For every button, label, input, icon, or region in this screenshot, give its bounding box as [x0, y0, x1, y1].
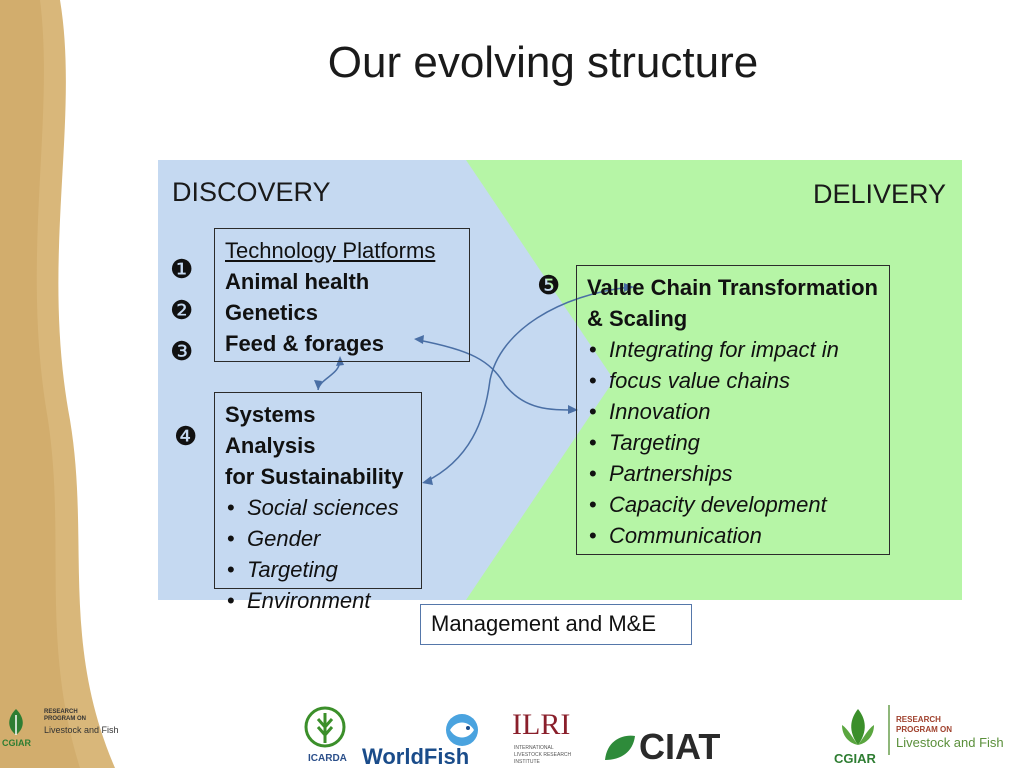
systems-item-environment: Environment: [225, 585, 411, 616]
vc-item-partnerships: Partnerships: [587, 458, 879, 489]
cgiar-logo: CGIAR: [828, 705, 888, 767]
systems-item-gender: Gender: [225, 523, 411, 554]
systems-heading-line2: for Sustainability: [225, 464, 404, 489]
systems-item-targeting: Targeting: [225, 554, 411, 585]
icarda-logo: ICARDA: [300, 705, 350, 765]
fish-icon: [446, 714, 478, 746]
vc-item-targeting: Targeting: [587, 427, 879, 458]
tech-item-animal-health: Animal health: [225, 269, 370, 294]
cgiar-leaf-icon: [9, 709, 23, 735]
vc-item-innovation: Innovation: [587, 396, 879, 427]
tech-item-genetics: Genetics: [225, 300, 318, 325]
marker-3: ❸: [170, 337, 194, 367]
vc-item-focus-value-chains: focus value chains: [587, 365, 879, 396]
technology-platforms-box: Technology Platforms Animal health Genet…: [214, 228, 470, 362]
rp-label-mid: PROGRAM ON: [896, 725, 952, 734]
tech-item-feed-forages: Feed & forages: [225, 331, 384, 356]
marker-4: ❹: [174, 422, 198, 452]
rp-label-bottom: Livestock and Fish: [896, 735, 1004, 750]
systems-analysis-box: Systems Analysis for Sustainability Soci…: [214, 392, 422, 616]
arrow-systems-to-valuechain: [424, 286, 631, 483]
management-box: Management and M&E: [420, 604, 692, 645]
ciat-logo: CIAT: [603, 726, 733, 767]
value-chain-box: Value Chain Transformation & Scaling Int…: [576, 265, 890, 555]
ciat-leaf-icon: [605, 735, 635, 760]
icarda-wheat-icon: [304, 706, 346, 748]
logo-divider: [888, 705, 890, 755]
discovery-label: DISCOVERY: [172, 177, 331, 207]
technology-platforms-heading: Technology Platforms: [225, 238, 436, 263]
arrow-tech-to-valuechain: [417, 339, 576, 411]
discovery-region: [158, 160, 614, 600]
systems-item-social-sciences: Social sciences: [225, 492, 411, 523]
delivery-label: DELIVERY: [813, 179, 947, 209]
marker-5: ❺: [537, 271, 561, 301]
value-chain-heading-line1: Value Chain Transformation: [587, 275, 878, 300]
vc-item-integrating: Integrating for impact in: [587, 334, 879, 365]
page-title: Our evolving structure: [327, 38, 759, 87]
systems-heading-line1: Systems Analysis: [225, 402, 316, 458]
value-chain-heading-line2: & Scaling: [587, 306, 688, 331]
ilri-logo: ILRI INTERNATIONAL LIVESTOCK RESEARCH IN…: [512, 708, 572, 765]
worldfish-logo: WorldFish: [362, 712, 487, 769]
corner-logo: CGIAR RESEARCH PROGRAM ON Livestock and …: [2, 709, 119, 748]
rp-label-top: RESEARCH: [896, 715, 941, 724]
vc-item-capacity-development: Capacity development: [587, 489, 879, 520]
marker-1: ❶: [170, 255, 194, 285]
vc-item-communication: Communication: [587, 520, 879, 551]
cgiar-plant-icon: [842, 709, 874, 745]
marker-2: ❷: [170, 296, 194, 326]
